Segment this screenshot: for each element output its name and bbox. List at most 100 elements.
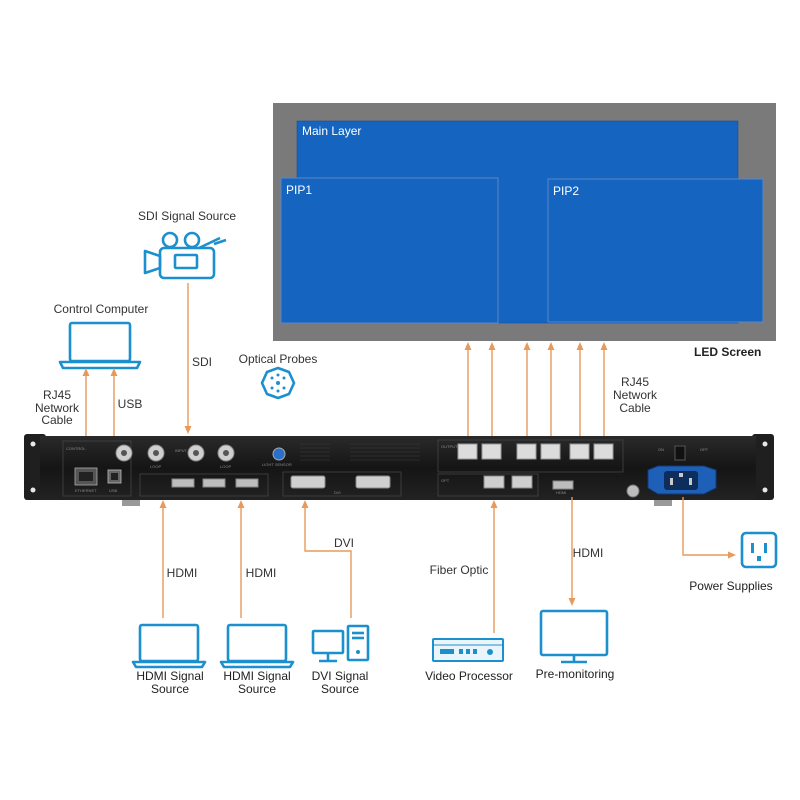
bnc-port-2-core bbox=[153, 450, 159, 456]
output-section bbox=[437, 439, 624, 473]
output-arrowhead-1 bbox=[464, 342, 472, 350]
dvi-loop-port[interactable] bbox=[355, 475, 391, 489]
control-label: CONTROL bbox=[66, 446, 86, 451]
hdmi-source-2-line-1: HDMI Signal bbox=[223, 669, 290, 683]
power-switch[interactable] bbox=[674, 445, 686, 461]
ac-inlet-face bbox=[664, 471, 698, 490]
rj45-out-6[interactable] bbox=[593, 443, 614, 460]
ac-pin-2 bbox=[689, 478, 692, 485]
main-layer-label: Main Layer bbox=[302, 124, 361, 138]
rack-ear-right bbox=[752, 434, 774, 500]
pip2-label: PIP2 bbox=[553, 184, 579, 198]
device-foot-2 bbox=[654, 500, 672, 506]
opt-section bbox=[437, 473, 539, 497]
hdmi-cable-label-1: HDMI bbox=[167, 566, 198, 580]
rj45-left-line-2: Network bbox=[35, 401, 80, 415]
light-sensor-label: LIGHT SENSOR bbox=[262, 462, 292, 467]
rack-hole-br bbox=[762, 487, 768, 493]
output-arrowhead-3 bbox=[523, 342, 531, 350]
hdmi-input-section bbox=[139, 473, 269, 497]
rj45-out-3[interactable] bbox=[516, 443, 537, 460]
bottom-wires bbox=[159, 497, 736, 633]
fiber-port-2[interactable] bbox=[511, 475, 533, 489]
rj45-right-line-3: Cable bbox=[619, 401, 651, 415]
output-arrowhead-6 bbox=[600, 342, 608, 350]
dvi-wire-arrowhead bbox=[301, 500, 309, 508]
vent-grille bbox=[300, 443, 420, 461]
power-socket-icon bbox=[740, 531, 778, 569]
dvi-source-line-1: DVI Signal bbox=[312, 669, 369, 683]
dvi-section bbox=[282, 471, 402, 497]
fiber-wire-arrowhead bbox=[490, 500, 498, 508]
video-camera-icon bbox=[143, 231, 227, 280]
pre-monitoring-label: Pre-monitoring bbox=[536, 667, 615, 681]
rj45-out-5[interactable] bbox=[569, 443, 590, 460]
hdmi-wire-1-arrowhead bbox=[159, 500, 167, 508]
opt-label: OPT bbox=[441, 478, 450, 483]
output-label: OUTPUT bbox=[441, 444, 458, 449]
rack-hole-tr bbox=[762, 441, 768, 447]
fiber-port-1[interactable] bbox=[483, 475, 505, 489]
sdi-cable-label: SDI bbox=[192, 355, 212, 369]
ground-screw bbox=[626, 484, 640, 498]
power-off-label: OFF bbox=[700, 447, 709, 452]
ethernet-port-inner bbox=[79, 472, 93, 481]
hdmi-cable-label-3: HDMI bbox=[573, 546, 604, 560]
output-arrowhead-5 bbox=[576, 342, 584, 350]
hdmi-source-1-line-1: HDMI Signal bbox=[136, 669, 203, 683]
video-processor-icon bbox=[432, 638, 504, 662]
hdmi-out-label: HDMI bbox=[556, 490, 566, 495]
hdmi-source-1-line-2: Source bbox=[151, 682, 189, 696]
rack-hole-tl bbox=[30, 441, 36, 447]
usb-port-label: USB bbox=[109, 488, 118, 493]
hdmi-out-port[interactable] bbox=[552, 480, 574, 490]
optical-probe-icon bbox=[260, 366, 296, 400]
light-sensor-port[interactable] bbox=[272, 447, 286, 461]
laptop-icon bbox=[58, 321, 142, 370]
rj45-out-1[interactable] bbox=[457, 443, 478, 460]
fiber-optic-label: Fiber Optic bbox=[430, 563, 489, 577]
dvi-cable-label: DVI bbox=[334, 536, 354, 550]
dvi-wire bbox=[304, 506, 352, 618]
led-screen-label: LED Screen bbox=[694, 345, 761, 359]
usb-cable-label: USB bbox=[118, 397, 143, 411]
output-arrowhead-2 bbox=[488, 342, 496, 350]
power-arrowhead bbox=[728, 551, 736, 559]
dvi-in-port[interactable] bbox=[290, 475, 326, 489]
power-wire bbox=[682, 497, 730, 556]
desktop-pc-icon bbox=[311, 624, 370, 663]
usb-arrowhead-top bbox=[110, 368, 118, 376]
output-arrows bbox=[464, 342, 608, 440]
loop-label-2: LOOP bbox=[220, 464, 231, 469]
pip1-label: PIP1 bbox=[286, 183, 312, 197]
pip2-window bbox=[547, 178, 764, 323]
video-processor-label: Video Processor bbox=[425, 669, 513, 683]
control-computer-label: Control Computer bbox=[54, 302, 149, 316]
rj45-out-4[interactable] bbox=[540, 443, 561, 460]
rj45-out-2[interactable] bbox=[481, 443, 502, 460]
laptop-icon-hdmi-2 bbox=[219, 623, 295, 669]
optical-probes-label: Optical Probes bbox=[239, 352, 318, 366]
loop-label-1: LOOP bbox=[150, 464, 161, 469]
rj45-left-line-1: RJ45 bbox=[43, 388, 71, 402]
laptop-icon-hdmi-1 bbox=[131, 623, 207, 669]
device-foot-1 bbox=[122, 500, 140, 506]
usb-port-inner bbox=[111, 473, 118, 480]
hdmi-wire-2-arrowhead bbox=[237, 500, 245, 508]
output-arrowhead-4 bbox=[547, 342, 555, 350]
hdmi-out-arrowhead bbox=[568, 598, 576, 606]
hdmi-in-port-3[interactable] bbox=[235, 478, 259, 488]
power-supplies-label: Power Supplies bbox=[689, 579, 772, 593]
ac-pin-1 bbox=[670, 478, 673, 485]
ethernet-arrowhead-top bbox=[82, 368, 90, 376]
hdmi-in-port-2[interactable] bbox=[202, 478, 226, 488]
rj45-right-line-1: RJ45 bbox=[621, 375, 649, 389]
input-label: INPUT bbox=[175, 448, 188, 453]
sdi-source-label: SDI Signal Source bbox=[138, 209, 236, 223]
hdmi-in-port-1[interactable] bbox=[171, 478, 195, 488]
bnc-port-3-core bbox=[193, 450, 199, 456]
device-body bbox=[40, 436, 756, 500]
sdi-arrowhead bbox=[184, 426, 192, 434]
hdmi-source-2-line-2: Source bbox=[238, 682, 276, 696]
